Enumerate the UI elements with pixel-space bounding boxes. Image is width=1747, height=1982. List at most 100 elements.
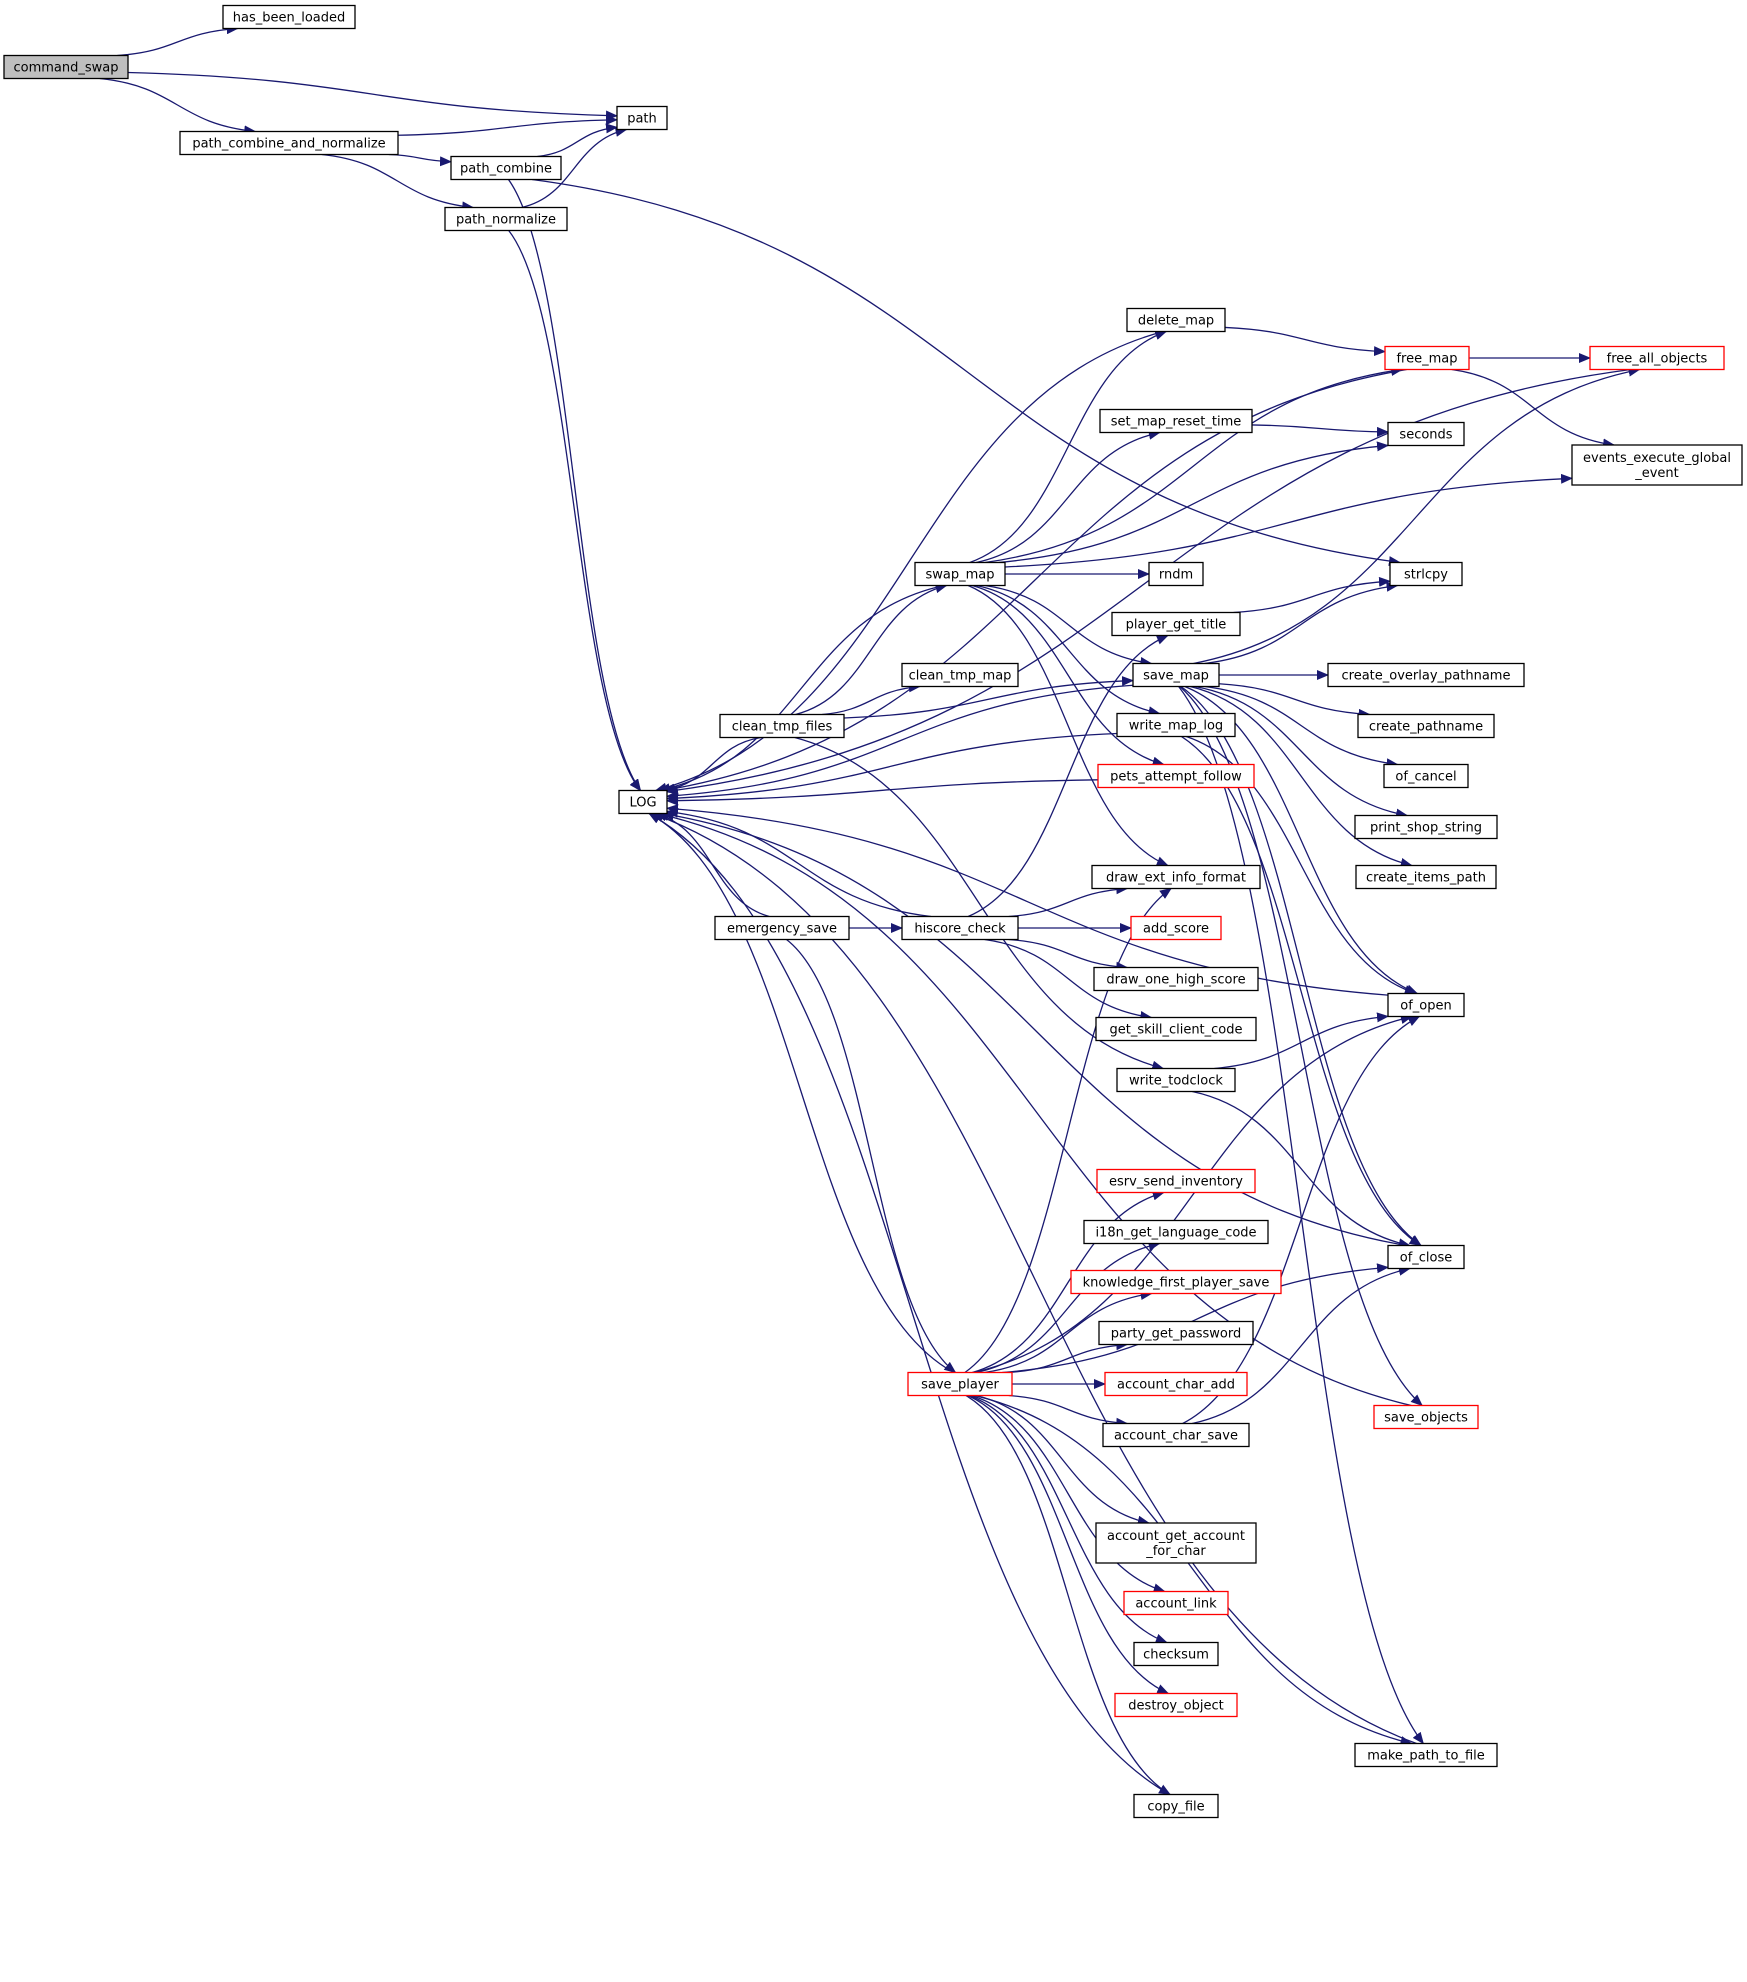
node-box — [1096, 1168, 1256, 1194]
node-create-pathname[interactable]: create_pathname — [1357, 713, 1495, 739]
node-label: _event — [1634, 466, 1679, 481]
edge-account_char_save-to-of_close — [1192, 1265, 1411, 1425]
node-label: of_open — [1400, 999, 1451, 1014]
node-box — [1093, 966, 1259, 992]
edge-save_map-to-strlcpy — [1204, 581, 1399, 665]
node-events-execute-global-event[interactable]: events_execute_global_event — [1571, 444, 1743, 486]
node-label: strlcpy — [1404, 568, 1448, 583]
node-free-all-objects[interactable]: free_all_objects — [1589, 345, 1725, 371]
node-box — [1104, 1371, 1248, 1397]
edge-write_todclock-to-of_open — [1214, 1012, 1389, 1070]
edge-save_player-to-account_link — [971, 1394, 1166, 1594]
node-label: free_all_objects — [1607, 352, 1708, 367]
node-knowledge-first-player-save[interactable]: knowledge_first_player_save — [1070, 1269, 1282, 1295]
edge-clean_tmp_files-to-swap_map — [795, 583, 948, 716]
node-copy-file[interactable]: copy_file — [1133, 1793, 1219, 1819]
node-account-get-account-for-char[interactable]: account_get_account_for_char — [1095, 1522, 1257, 1564]
node-has-been-loaded[interactable]: has_been_loaded — [222, 4, 356, 30]
edge-save_player-to-knowledge_first_player_save — [984, 1290, 1153, 1374]
node-checksum[interactable]: checksum — [1133, 1641, 1219, 1667]
edge-save_map-to-create_pathname — [1218, 683, 1371, 719]
edge-clean_tmp_files-to-save_map — [843, 675, 1134, 719]
node-box — [1387, 992, 1465, 1018]
node-box — [1132, 662, 1220, 688]
node-label: add_score — [1143, 922, 1209, 937]
node-account-char-save[interactable]: account_char_save — [1102, 1422, 1250, 1448]
node-delete-map[interactable]: delete_map — [1126, 307, 1226, 333]
node-seconds[interactable]: seconds — [1387, 421, 1465, 447]
node-write-map-log[interactable]: write_map_log — [1116, 712, 1236, 738]
node-box — [1095, 1016, 1257, 1042]
node-hiscore-check[interactable]: hiscore_check — [901, 915, 1019, 941]
node-command-swap[interactable]: command_swap — [3, 54, 129, 80]
node-path-normalize[interactable]: path_normalize — [444, 206, 568, 232]
node-of-cancel[interactable]: of_cancel — [1383, 763, 1469, 789]
edge-free_map-to-LOG — [662, 368, 1407, 794]
node-label: save_map — [1143, 669, 1209, 684]
node-label: save_player — [921, 1378, 999, 1393]
node-write-todclock[interactable]: write_todclock — [1116, 1067, 1236, 1093]
node-label: account_link — [1135, 1597, 1217, 1612]
edge-save_player-to-of_close — [1002, 1263, 1389, 1374]
node-destroy-object[interactable]: destroy_object — [1114, 1692, 1238, 1718]
node-emergency-save[interactable]: emergency_save — [714, 915, 850, 941]
node-label: path — [627, 112, 657, 127]
node-add-score[interactable]: add_score — [1130, 915, 1222, 941]
node-free-map[interactable]: free_map — [1384, 345, 1470, 371]
node-strlcpy[interactable]: strlcpy — [1389, 561, 1463, 587]
node-create-overlay-pathname[interactable]: create_overlay_pathname — [1327, 662, 1525, 688]
node-save-objects[interactable]: save_objects — [1373, 1404, 1479, 1430]
node-of-close[interactable]: of_close — [1387, 1244, 1465, 1270]
node-draw-one-high-score[interactable]: draw_one_high_score — [1093, 966, 1259, 992]
node-account-char-add[interactable]: account_char_add — [1104, 1371, 1248, 1397]
node-party-get-password[interactable]: party_get_password — [1098, 1320, 1254, 1346]
node-player-get-title[interactable]: player_get_title — [1111, 611, 1241, 637]
edge-pets_attempt_follow-to-LOG — [666, 779, 1099, 806]
node-get-skill-client-code[interactable]: get_skill_client_code — [1095, 1016, 1257, 1042]
node-path-combine[interactable]: path_combine — [450, 155, 562, 181]
edge-swap_map-to-LOG — [658, 584, 945, 794]
node-box — [1070, 1269, 1282, 1295]
node-label: create_items_path — [1366, 871, 1486, 886]
edge-write_map_log-to-of_open — [1186, 735, 1417, 995]
node-LOG[interactable]: LOG — [618, 789, 668, 815]
node-account-link[interactable]: account_link — [1123, 1590, 1229, 1616]
node-label: of_close — [1400, 1251, 1453, 1266]
node-i18n-get-language-code[interactable]: i18n_get_language_code — [1083, 1219, 1269, 1245]
edge-hiscore_check-to-get_skill_client_code — [984, 938, 1153, 1021]
node-box — [1133, 1793, 1219, 1819]
node-path-combine-and-normalize[interactable]: path_combine_and_normalize — [179, 130, 399, 156]
node-pets-attempt-follow[interactable]: pets_attempt_follow — [1097, 763, 1255, 789]
node-save-player[interactable]: save_player — [907, 1371, 1013, 1397]
node-path[interactable]: path — [616, 105, 668, 131]
node-label: free_map — [1396, 352, 1457, 367]
edge-clean_tmp_files-to-clean_tmp_map — [822, 682, 921, 716]
edge-delete_map-to-LOG — [654, 330, 1164, 793]
node-set-map-reset-time[interactable]: set_map_reset_time — [1099, 408, 1253, 434]
edge-save_map-to-create_items_path — [1190, 685, 1413, 868]
node-clean-tmp-map[interactable]: clean_tmp_map — [901, 662, 1019, 688]
node-box — [1327, 662, 1525, 688]
node-swap-map[interactable]: swap_map — [914, 561, 1006, 587]
edge-make_path_to_file-to-LOG — [651, 812, 1417, 1745]
node-box — [1099, 408, 1253, 434]
node-rndm[interactable]: rndm — [1148, 561, 1204, 587]
node-create-items-path[interactable]: create_items_path — [1355, 864, 1497, 890]
node-clean-tmp-files[interactable]: clean_tmp_files — [719, 713, 845, 739]
node-esrv-send-inventory[interactable]: esrv_send_inventory — [1096, 1168, 1256, 1194]
node-box — [1098, 1320, 1254, 1346]
node-save-map[interactable]: save_map — [1132, 662, 1220, 688]
edge-hiscore_check-to-LOG — [666, 807, 932, 918]
node-box — [444, 206, 568, 232]
node-label: draw_ext_info_format — [1106, 871, 1246, 886]
node-of-open[interactable]: of_open — [1387, 992, 1465, 1018]
node-box — [1357, 713, 1495, 739]
node-make-path-to-file[interactable]: make_path_to_file — [1354, 1742, 1498, 1768]
node-box — [1383, 763, 1469, 789]
node-draw-ext-info-format[interactable]: draw_ext_info_format — [1091, 864, 1261, 890]
node-label: has_been_loaded — [233, 11, 346, 26]
node-print-shop-string[interactable]: print_shop_string — [1354, 814, 1498, 840]
edge-free_map-to-events_execute_global_event — [1451, 368, 1616, 449]
edge-of_close-to-LOG — [661, 810, 1407, 1247]
node-box — [1126, 307, 1226, 333]
